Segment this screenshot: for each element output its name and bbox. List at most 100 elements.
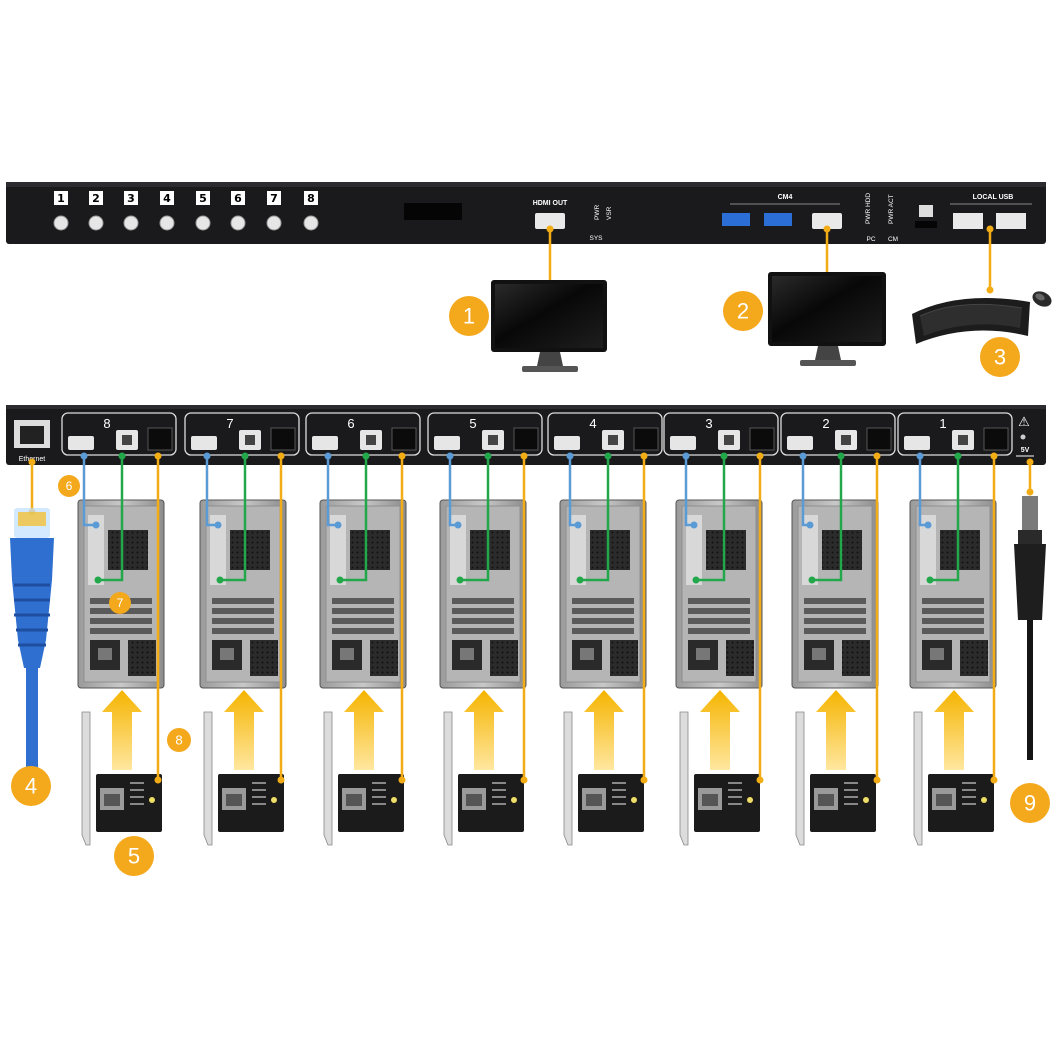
push-button[interactable] xyxy=(230,215,246,231)
pwr-hdd-label: PWR HDD xyxy=(865,193,872,224)
callout-5: 5 xyxy=(114,836,154,876)
push-button[interactable] xyxy=(53,215,69,231)
pc-tower-icon xyxy=(791,499,879,689)
power-plug-icon xyxy=(1014,458,1046,760)
pc-tower-icon xyxy=(675,499,763,689)
button-label: 7 xyxy=(270,192,278,205)
rj45-port[interactable] xyxy=(513,427,539,451)
pc-label: PC xyxy=(866,236,875,243)
usb3-port-1[interactable] xyxy=(722,213,750,226)
power-jack[interactable] xyxy=(1020,434,1026,440)
rj45-port[interactable] xyxy=(983,427,1009,451)
front-button-8[interactable]: 8 xyxy=(303,191,319,231)
pc-tower-icon xyxy=(559,499,647,689)
ethernet-cable-icon xyxy=(10,458,54,768)
up-arrow-icon xyxy=(700,690,740,770)
computer-column-6 xyxy=(319,452,407,846)
hdmi-in-port[interactable] xyxy=(191,436,217,450)
usb3-port-2[interactable] xyxy=(764,213,792,226)
port-group-5: 5 xyxy=(427,412,543,456)
hdmi-in-port[interactable] xyxy=(904,436,930,450)
callout-7: 7 xyxy=(109,592,131,614)
display-window xyxy=(404,203,462,220)
computer-column-4 xyxy=(559,452,648,846)
hdmi-in-port[interactable] xyxy=(434,436,460,450)
push-button[interactable] xyxy=(159,215,175,231)
front-button-6[interactable]: 6 xyxy=(230,191,246,231)
connection-wires xyxy=(682,452,764,784)
pcie-card-icon xyxy=(443,711,524,846)
hdmi-in-port[interactable] xyxy=(312,436,338,450)
connection-wires xyxy=(203,452,285,784)
up-arrow-icon xyxy=(102,690,142,770)
pcie-card-icon xyxy=(795,711,876,846)
monitor-icon xyxy=(768,272,886,366)
pc-tower-icon xyxy=(439,499,527,689)
rj45-port[interactable] xyxy=(633,427,659,451)
callout-8: 8 xyxy=(167,728,191,752)
sd-card-icon xyxy=(919,205,933,217)
rj45-port[interactable] xyxy=(391,427,417,451)
local-usb-port-1[interactable] xyxy=(953,213,983,229)
port-group-2: 2 xyxy=(780,412,896,456)
pc-tower-icon xyxy=(319,499,407,689)
callout-1: 1 xyxy=(449,296,489,336)
hdmi-in-port[interactable] xyxy=(68,436,94,450)
button-label: 2 xyxy=(92,192,100,205)
hdmi-in-port[interactable] xyxy=(554,436,580,450)
pcie-card-icon xyxy=(913,711,994,846)
front-button-7[interactable]: 7 xyxy=(266,191,282,231)
button-label: 8 xyxy=(307,192,315,205)
front-button-4[interactable]: 4 xyxy=(159,191,175,231)
push-button[interactable] xyxy=(303,215,319,231)
local-usb-port-2[interactable] xyxy=(996,213,1026,229)
pc-tower-icon xyxy=(909,499,997,689)
push-button[interactable] xyxy=(266,215,282,231)
callout-number: 3 xyxy=(994,345,1006,370)
push-button[interactable] xyxy=(195,215,211,231)
hdmi-out-port[interactable] xyxy=(535,213,565,229)
pcie-card-icon xyxy=(679,711,760,846)
rj45-port[interactable] xyxy=(147,427,173,451)
front-button-1[interactable]: 1 xyxy=(53,191,69,231)
button-label-box xyxy=(267,191,281,205)
computer-column-5 xyxy=(439,452,528,846)
hdmi-in-port[interactable] xyxy=(787,436,813,450)
port-group-label: 6 xyxy=(347,416,354,431)
front-button-2[interactable]: 2 xyxy=(88,191,104,231)
monitor-icon xyxy=(491,280,607,372)
callout-4: 4 xyxy=(11,766,51,806)
port-group-label: 8 xyxy=(103,416,110,431)
sys-label: SYS xyxy=(589,235,603,242)
push-button[interactable] xyxy=(123,215,139,231)
keyboard-icon xyxy=(912,298,1030,344)
local-usb-label: LOCAL USB xyxy=(973,194,1014,201)
up-arrow-icon xyxy=(344,690,384,770)
front-button-5[interactable]: 5 xyxy=(195,191,211,231)
computer-column-2 xyxy=(791,452,881,846)
hdmi-out-label: HDMI OUT xyxy=(533,200,568,207)
cm4-hdmi-port[interactable] xyxy=(812,213,842,229)
port-group-label: 3 xyxy=(705,416,712,431)
connection-wires xyxy=(799,452,881,784)
button-label-box xyxy=(231,191,245,205)
port-group-label: 1 xyxy=(939,416,946,431)
sd-card-slot[interactable] xyxy=(915,221,937,228)
warning-icon: ⚠ xyxy=(1018,414,1030,429)
callout-number: 6 xyxy=(66,479,73,493)
button-label-box xyxy=(160,191,174,205)
push-button[interactable] xyxy=(88,215,104,231)
port-group-label: 4 xyxy=(589,416,596,431)
hdmi-in-port[interactable] xyxy=(670,436,696,450)
connection-wires xyxy=(324,452,406,784)
rj45-port[interactable] xyxy=(866,427,892,451)
rj45-port[interactable] xyxy=(270,427,296,451)
callout-number: 5 xyxy=(128,844,140,869)
rj45-port[interactable] xyxy=(749,427,775,451)
front-button-3[interactable]: 3 xyxy=(123,191,139,231)
vsr-label: VSR xyxy=(606,206,613,220)
button-label: 5 xyxy=(199,192,207,205)
